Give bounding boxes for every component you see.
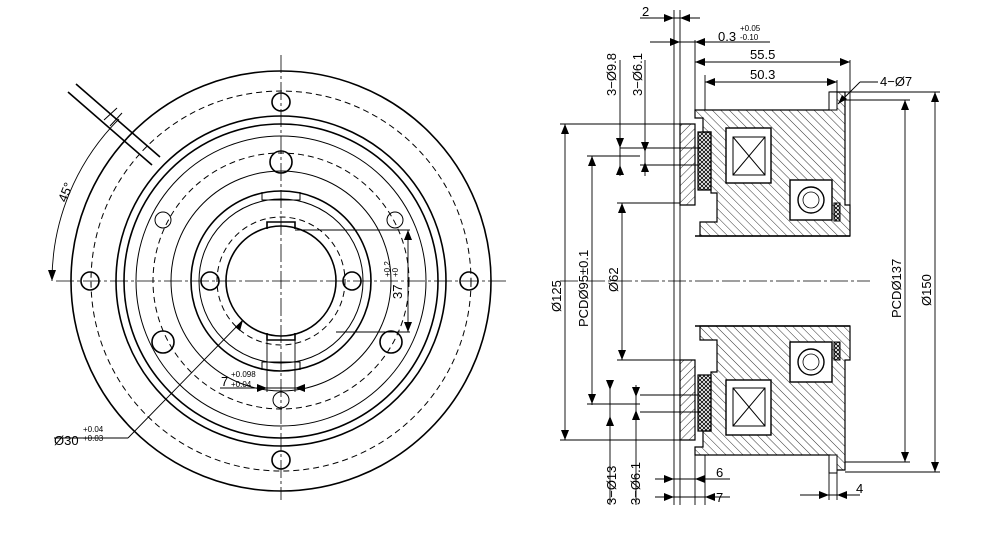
dim-7: 7 [716, 490, 723, 505]
flange-hole-left [80, 271, 100, 291]
keyway-width-base: 7 [221, 374, 228, 389]
holes-3-d9-8: 3−Ø9.8 [604, 53, 619, 96]
flange-hole-right [459, 271, 479, 291]
section-view: 2 0.3 +0.05 -0.10 55.5 50.3 4−Ø7 3−Ø9.8 … [549, 4, 940, 505]
angle-arc [51, 118, 120, 282]
hub-outer-circle [190, 190, 372, 372]
keyway-width-upper: +0.098 [231, 370, 256, 379]
hub-pcd-circle [216, 216, 346, 346]
armature-hole-2 [379, 330, 403, 354]
friction-lining-top [697, 131, 712, 191]
pcd137: PCDØ137 [889, 259, 904, 318]
holes-3-d13: 3−Ø13 [604, 466, 619, 505]
armature-hole-5 [386, 211, 404, 229]
hub-hole-left [200, 271, 220, 291]
coil-bottom [725, 379, 772, 436]
gap-upper: +0.05 [740, 24, 761, 33]
d150: Ø150 [919, 274, 934, 306]
dim-4: 4 [856, 481, 863, 496]
pcd137-circle [90, 90, 472, 472]
d125: Ø125 [549, 280, 564, 312]
flange-hole-bottom [271, 450, 291, 470]
keyway [266, 221, 296, 229]
dim-55-5: 55.5 [750, 47, 775, 62]
friction-lining-bottom [697, 374, 712, 432]
holes-3-d6-1-top: 3−Ø6.1 [630, 53, 645, 96]
keyway-width-lower: +0.04 [231, 380, 252, 389]
armature-ring-inner [170, 170, 392, 392]
armature-plate-bottom [679, 359, 696, 441]
hub-hole-right [342, 271, 362, 291]
front-view: 45° 37 +0.2 +0 7 +0.098 +0.04 Ø30 +0.04 … [48, 55, 508, 500]
outer-flange-circle [70, 70, 492, 492]
d62: Ø62 [606, 267, 621, 292]
bore-dim-base: Ø30 [54, 433, 79, 448]
keyway-depth-base: 37 [390, 285, 405, 299]
ear-slot-top [828, 91, 838, 111]
pcd95-circle [152, 152, 410, 410]
hub-flange-circle [198, 198, 364, 364]
housing-inner-circle [123, 123, 439, 439]
armature-hole-1 [269, 150, 293, 174]
coil-top [725, 127, 772, 184]
armature-hole-4 [154, 211, 172, 229]
snap-ring-top [833, 202, 841, 222]
hub-notch-bottom [261, 361, 301, 370]
holes-4-d7: 4−Ø7 [880, 74, 912, 89]
keyway-depth-lower: +0 [391, 267, 400, 277]
armature-hole-6 [272, 391, 290, 409]
keyway-depth-upper: +0.2 [383, 261, 392, 277]
holes-3-d6-1-bottom: 3−Ø6.1 [628, 462, 643, 505]
keyway-bottom [266, 333, 296, 341]
dim-6: 6 [716, 465, 723, 480]
dim-50-3: 50.3 [750, 67, 775, 82]
gap-lower: -0.10 [740, 33, 759, 42]
snap-ring-bottom [833, 341, 841, 361]
armature-ring-outer [135, 135, 427, 427]
bore-dim-upper: +0.04 [83, 425, 104, 434]
pcd95: PCDØ95±0.1 [576, 250, 591, 327]
ear-slot-bottom [828, 454, 838, 474]
bore-circle [225, 225, 337, 337]
flange-hole-top [271, 92, 291, 112]
angle-label: 45° [55, 180, 76, 204]
bearing-top [789, 179, 833, 221]
housing-outer-circle [115, 115, 447, 447]
dim-2: 2 [642, 4, 649, 19]
armature-hole-3 [151, 330, 175, 354]
bore-dim-lower: +0.03 [83, 434, 104, 443]
gap-base: 0.3 [718, 29, 736, 44]
hub-notch-top [261, 192, 301, 201]
bearing-bottom [789, 341, 833, 383]
